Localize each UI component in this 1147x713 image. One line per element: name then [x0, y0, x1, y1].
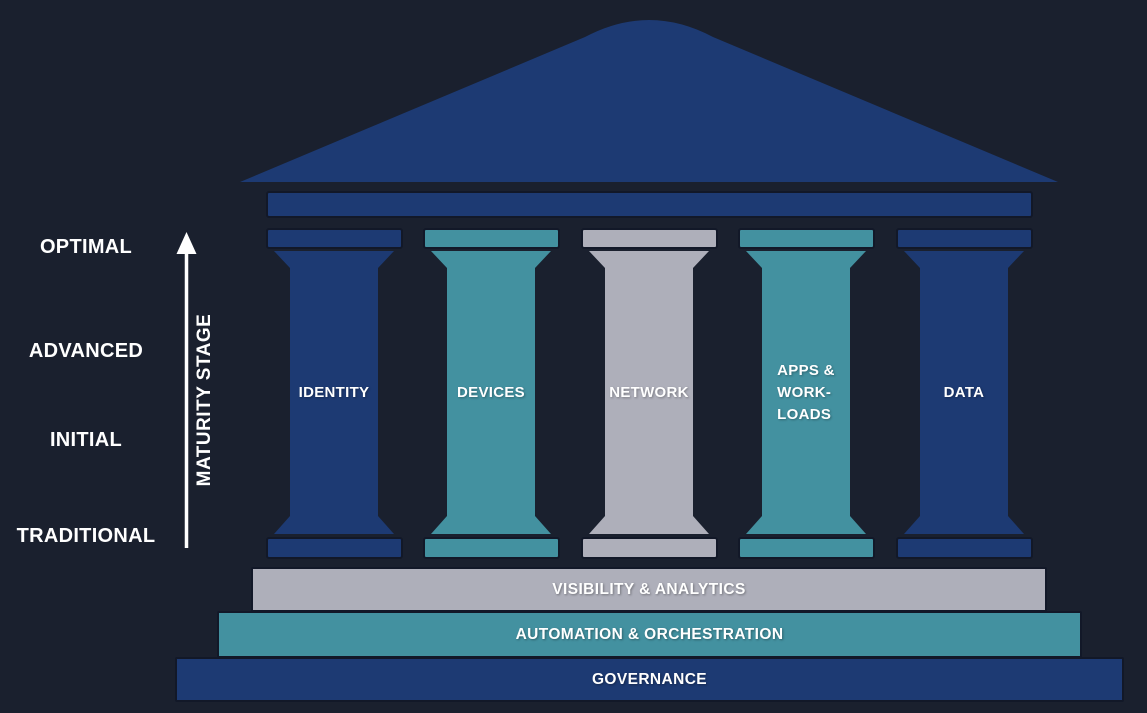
pillar-shaft: DEVICES [431, 251, 551, 534]
maturity-arrow-icon [176, 232, 197, 548]
maturity-axis-title: MATURITY STAGE [194, 313, 215, 487]
pillar-devices: DEVICES [423, 228, 560, 559]
pillar-capital-top [896, 228, 1033, 249]
stage-label-traditional: TRADITIONAL [16, 525, 156, 547]
pillar-base [581, 537, 718, 559]
pillar-capital-top [738, 228, 875, 249]
pillar-identity: IDENTITY [266, 228, 403, 559]
pillar-network: NETWORK [581, 228, 718, 559]
stage-label-advanced: ADVANCED [28, 340, 144, 362]
pillar-shaft: DATA [904, 251, 1024, 534]
foundation-label: GOVERNANCE [591, 670, 708, 688]
pillar-base [266, 537, 403, 559]
foundation-governance: GOVERNANCE [175, 657, 1124, 702]
foundation-automation-orchestration: AUTOMATION & ORCHESTRATION [217, 611, 1082, 658]
pillar-shaft: APPS & WORK- LOADS [746, 251, 866, 534]
foundation-visibility-analytics: VISIBILITY & ANALYTICS [251, 567, 1047, 612]
temple-pediment [240, 20, 1058, 182]
pillar-capital-top [266, 228, 403, 249]
stage-label-initial: INITIAL [49, 429, 123, 451]
foundation-label: VISIBILITY & ANALYTICS [552, 580, 746, 598]
pillar-label-identity: IDENTITY [298, 383, 370, 401]
foundation-label: AUTOMATION & ORCHESTRATION [515, 625, 784, 643]
pillar-label-apps-workloads: APPS & WORK- LOADS [777, 361, 835, 423]
pillar-capital-top [423, 228, 560, 249]
pillar-shaft: NETWORK [589, 251, 709, 534]
pillar-base [738, 537, 875, 559]
pillar-apps-workloads: APPS & WORK- LOADS [738, 228, 875, 559]
pillar-data: DATA [896, 228, 1033, 559]
pillar-base [896, 537, 1033, 559]
pillar-capital-top [581, 228, 718, 249]
pillar-label-data: DATA [943, 383, 985, 401]
pillar-shaft: IDENTITY [274, 251, 394, 534]
pillar-label-devices: DEVICES [457, 383, 525, 401]
stage-label-optimal: OPTIMAL [39, 236, 133, 258]
temple-architrave [266, 191, 1033, 218]
pillar-base [423, 537, 560, 559]
pillar-label-network: NETWORK [609, 383, 689, 401]
